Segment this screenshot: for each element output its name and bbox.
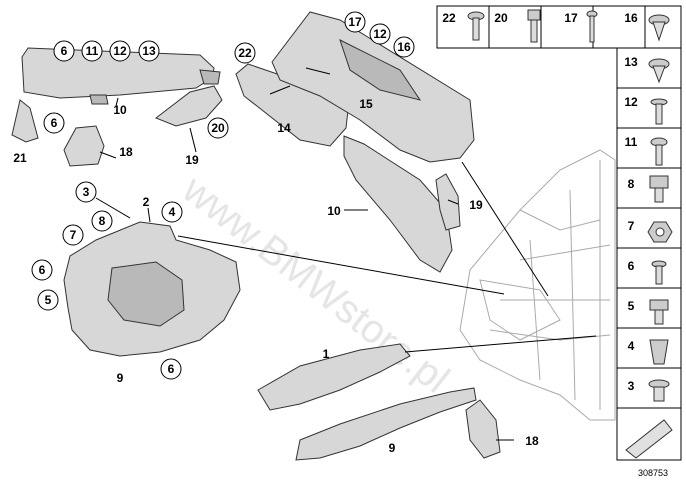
callout-5: 5 — [37, 289, 59, 311]
callout-3: 3 — [75, 181, 97, 203]
screw-icon-17 — [586, 10, 598, 43]
callout-19-right: 19 — [469, 198, 483, 212]
fastener-label-11: 11 — [625, 135, 638, 149]
callout-4: 4 — [161, 201, 183, 223]
callout-20: 20 — [207, 117, 229, 139]
svg-text:22: 22 — [238, 46, 252, 60]
part-18-lower-bracket — [465, 399, 501, 459]
screw-icon-11 — [650, 137, 668, 166]
callout-22: 22 — [234, 42, 256, 64]
bolt-icon-5 — [649, 299, 669, 325]
part-10-member — [343, 135, 453, 273]
callout-6-bottom: 6 — [160, 358, 182, 380]
fastener-label-16: 16 — [624, 11, 638, 25]
direction-arrow-icon — [625, 419, 673, 459]
fastener-label-22: 22 — [442, 11, 456, 25]
fastener-label-20: 20 — [494, 11, 508, 25]
nut-icon-7 — [647, 221, 673, 243]
fastener-label-7: 7 — [628, 219, 635, 233]
callout-6: 6 — [53, 40, 75, 62]
svg-text:13: 13 — [142, 44, 156, 58]
svg-text:8: 8 — [99, 214, 106, 228]
bolt-icon-20 — [527, 9, 541, 43]
svg-text:6: 6 — [61, 44, 68, 58]
svg-text:17: 17 — [348, 15, 362, 29]
clip-nut-icon-4 — [649, 339, 669, 365]
part-10-beam — [21, 47, 221, 105]
callout-8: 8 — [91, 210, 113, 232]
callout-18-top: 18 — [119, 145, 133, 159]
part-21-bracket — [11, 99, 39, 143]
fastener-label-12: 12 — [624, 95, 638, 109]
svg-text:5: 5 — [45, 293, 52, 307]
fastener-label-3: 3 — [628, 379, 635, 393]
part-9-wheelhouse — [63, 221, 241, 357]
svg-text:6: 6 — [39, 263, 46, 277]
callout-9-bottom: 9 — [389, 441, 396, 455]
svg-text:6: 6 — [51, 116, 58, 130]
clip-icon-16 — [648, 14, 670, 42]
callout-9-left: 9 — [117, 371, 124, 385]
callout-21: 21 — [13, 151, 27, 165]
callout-18-bottom: 18 — [525, 434, 539, 448]
part-19-cover — [154, 85, 223, 127]
screw-icon-6 — [651, 260, 667, 285]
callout-12: 12 — [109, 40, 131, 62]
callout-6-bracket: 6 — [43, 112, 65, 134]
callout-2: 2 — [143, 195, 150, 209]
callout-16: 16 — [393, 36, 415, 58]
svg-text:3: 3 — [83, 185, 90, 199]
callout-19-top: 19 — [185, 153, 199, 167]
callout-14: 14 — [277, 121, 291, 135]
callout-11: 11 — [81, 40, 103, 62]
callout-6-left: 6 — [31, 259, 53, 281]
callout-17: 17 — [344, 11, 366, 33]
part-18-bracket — [63, 125, 105, 167]
callout-10-mid: 10 — [327, 204, 341, 218]
clip-icon-13 — [648, 58, 670, 84]
callout-7: 7 — [62, 224, 84, 246]
fastener-label-8: 8 — [628, 177, 635, 191]
bolt-icon-8 — [649, 175, 669, 203]
fastener-label-4: 4 — [628, 339, 635, 353]
car-body-frame — [459, 149, 616, 421]
part-19-strip — [435, 173, 461, 231]
callout-15: 15 — [359, 97, 373, 111]
svg-text:16: 16 — [397, 40, 411, 54]
svg-text:20: 20 — [211, 121, 225, 135]
rivet-icon-3 — [648, 379, 670, 402]
leader-lines — [95, 67, 597, 441]
svg-text:7: 7 — [70, 228, 77, 242]
callout-10-top: 10 — [113, 103, 127, 117]
fastener-label-5: 5 — [628, 299, 635, 313]
part-1-9-longitudinal — [257, 343, 477, 461]
fastener-label-13: 13 — [624, 55, 638, 69]
callout-1: 1 — [323, 347, 330, 361]
reference-number: 308753 — [638, 468, 668, 478]
svg-text:12: 12 — [113, 44, 127, 58]
svg-text:12: 12 — [373, 27, 387, 41]
fastener-table-top — [436, 5, 682, 49]
fastener-label-6: 6 — [628, 259, 635, 273]
svg-text:6: 6 — [168, 362, 175, 376]
fastener-label-17: 17 — [564, 11, 578, 25]
svg-text:11: 11 — [86, 44, 99, 58]
screw-icon-12 — [650, 98, 668, 125]
fastener-table-side — [616, 47, 682, 461]
screw-icon-22 — [467, 11, 485, 41]
callout-12-panel: 12 — [369, 23, 391, 45]
part-15-panel — [271, 11, 475, 163]
svg-text:4: 4 — [169, 205, 176, 219]
callout-13: 13 — [138, 40, 160, 62]
